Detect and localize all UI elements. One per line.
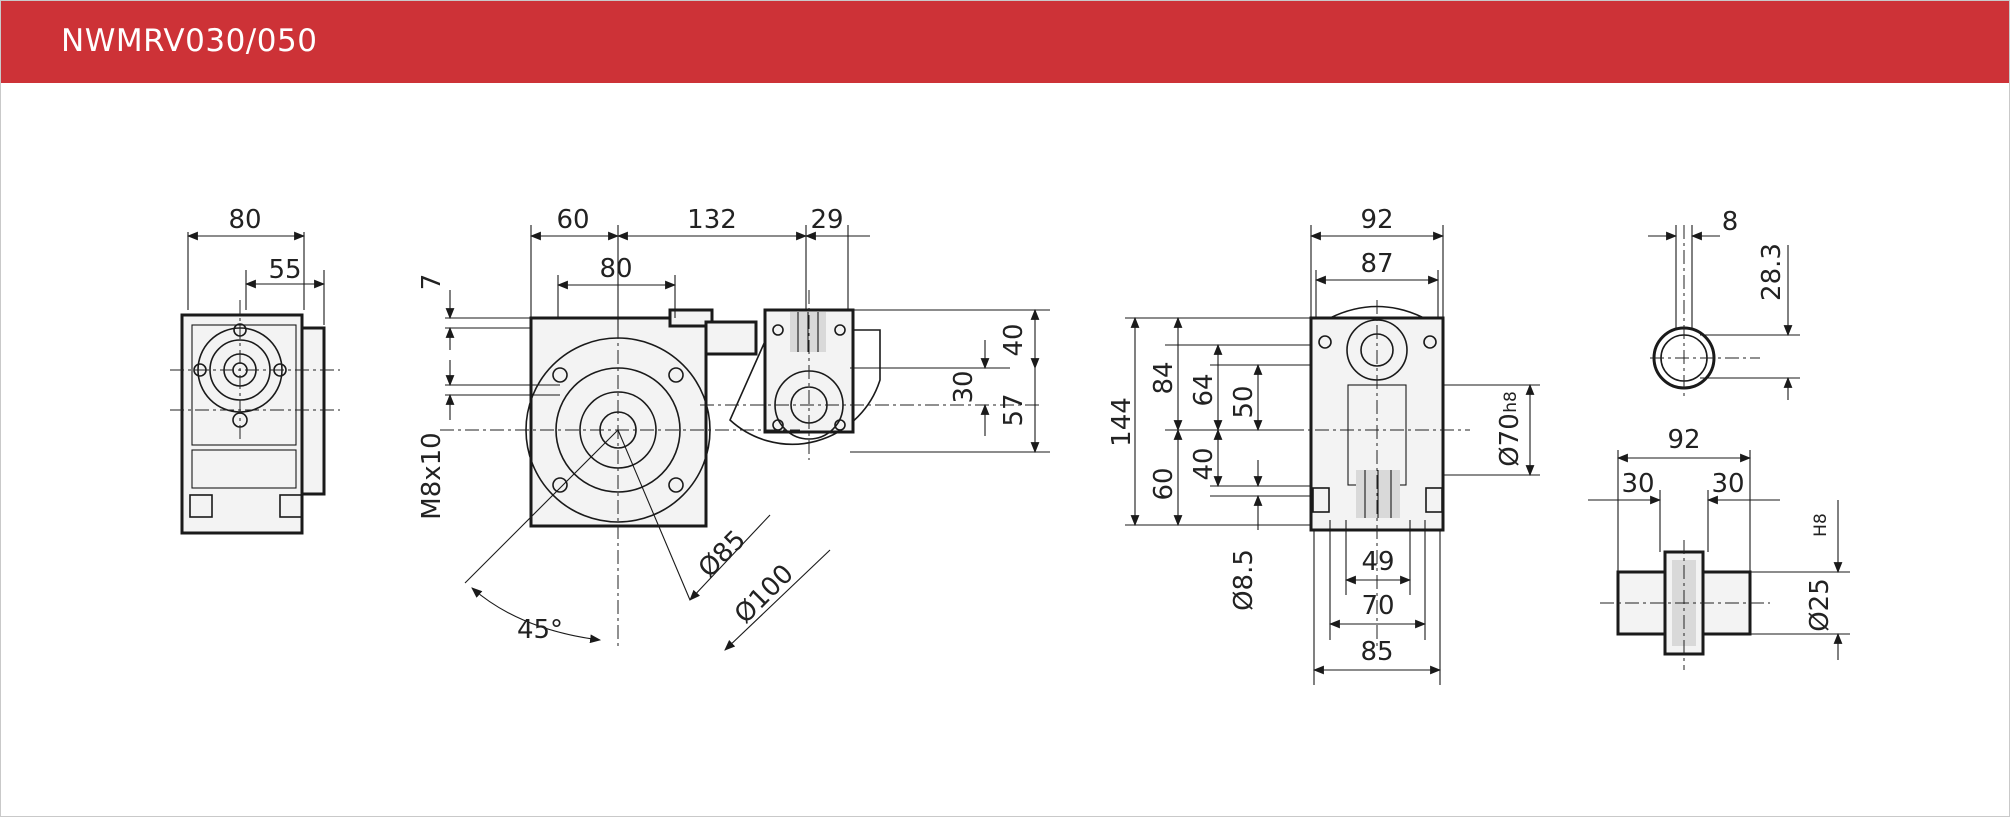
view-end-left: 80 55 [170, 205, 340, 535]
dim-49: 49 [1361, 547, 1394, 577]
dim-30-b: 30 [1711, 469, 1744, 499]
dim-57: 57 [999, 393, 1029, 426]
dim-29: 29 [810, 205, 843, 235]
dim-30-right: 30 [949, 370, 979, 403]
dim-60: 60 [556, 205, 589, 235]
dim-H8: H8 [1811, 513, 1831, 537]
view-side: 92 87 144 84 64 50 60 40 Ø8.5 Ø70 h8 [1107, 205, 1540, 685]
dim-O25: Ø25 [1805, 578, 1835, 632]
dim-O85: Ø85 [693, 525, 752, 584]
view-output-bore: 8 28.3 [1648, 207, 1800, 400]
title-bar: NWMRV030/050 [1, 1, 2009, 83]
dim-28-3: 28.3 [1757, 243, 1787, 301]
dim-50: 50 [1229, 385, 1259, 418]
dim-45deg: 45° [517, 615, 563, 645]
dim-M8x10: M8x10 [417, 432, 447, 519]
dim-7: 7 [417, 274, 447, 291]
dim-8: 8 [1722, 207, 1739, 237]
dim-O70: Ø70 [1495, 413, 1525, 467]
dim-80-flange: 80 [599, 254, 632, 284]
dim-O8-5: Ø8.5 [1229, 549, 1259, 611]
dim-64: 64 [1189, 373, 1219, 406]
dim-40-right: 40 [999, 323, 1029, 356]
dim-80-top: 80 [228, 205, 261, 235]
view-front: 60 132 29 80 7 M8x10 40 30 57 Ø85 Ø100 [417, 205, 1050, 651]
dim-40-side: 40 [1189, 447, 1219, 480]
dim-92: 92 [1360, 205, 1393, 235]
dim-h8: h8 [1501, 391, 1521, 413]
view-output-shaft: 92 30 30 Ø25 H8 [1588, 425, 1850, 670]
dim-85: 85 [1360, 637, 1393, 667]
dim-O100: Ø100 [729, 559, 800, 630]
page-title: NWMRV030/050 [61, 23, 318, 59]
dim-60-side: 60 [1149, 467, 1179, 500]
dim-132: 132 [687, 205, 737, 235]
dim-55: 55 [268, 255, 301, 285]
dim-92-shaft: 92 [1667, 425, 1700, 455]
dim-144: 144 [1107, 397, 1137, 447]
dim-87: 87 [1360, 249, 1393, 279]
dim-84: 84 [1149, 361, 1179, 394]
dim-30-a: 30 [1621, 469, 1654, 499]
dim-70: 70 [1361, 591, 1394, 621]
